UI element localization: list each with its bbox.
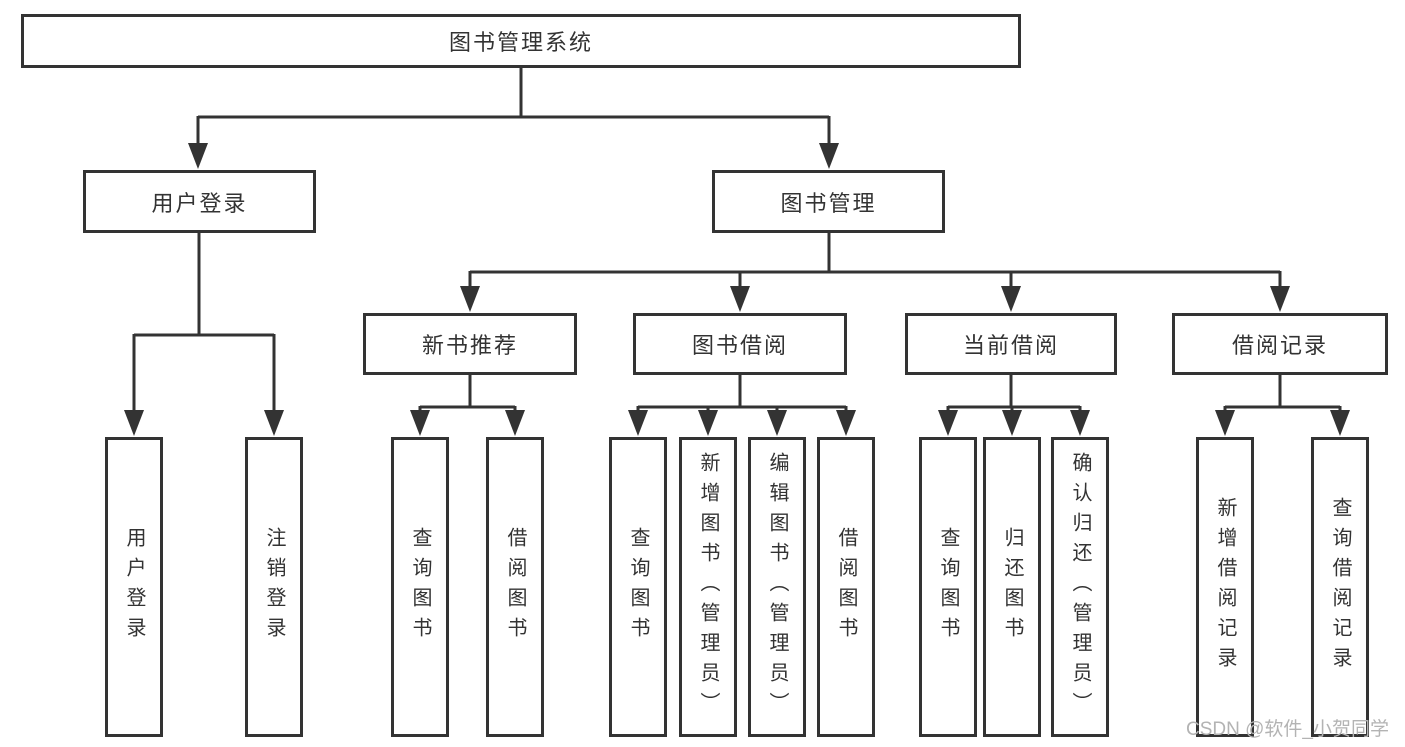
node-label: 图书借阅 bbox=[691, 333, 788, 358]
node-book-borrowing: 图书借阅 bbox=[633, 313, 847, 375]
leaf-borrow-borrow-books: 借阅图书 bbox=[817, 437, 875, 737]
node-user-login: 用户登录 bbox=[83, 170, 316, 233]
csdn-watermark: CSDN @软件_小贺同学 bbox=[1186, 719, 1389, 740]
leaf-label: 注销登录 bbox=[263, 527, 285, 647]
leaf-label: 用户登录 bbox=[123, 527, 145, 647]
leaf-label: 新增图书（管理员） bbox=[697, 452, 719, 722]
node-label: 新书推荐 bbox=[421, 333, 518, 358]
leaf-label: 借阅图书 bbox=[504, 527, 526, 647]
leaf-label: 查询借阅记录 bbox=[1329, 497, 1351, 677]
node-label: 图书管理 bbox=[780, 190, 877, 216]
leaf-current-query-books: 查询图书 bbox=[919, 437, 977, 737]
leaf-borrow-query-books: 查询图书 bbox=[609, 437, 667, 737]
node-library-system: 图书管理系统 bbox=[21, 14, 1021, 68]
leaf-current-return-books: 归还图书 bbox=[983, 437, 1041, 737]
leaf-label: 查询图书 bbox=[409, 527, 431, 647]
leaf-label: 新增借阅记录 bbox=[1214, 497, 1236, 677]
leaf-records-query-record: 查询借阅记录 bbox=[1311, 437, 1369, 737]
node-label: 图书管理系统 bbox=[448, 30, 593, 55]
leaf-borrow-add-books-admin: 新增图书（管理员） bbox=[679, 437, 737, 737]
node-book-management: 图书管理 bbox=[712, 170, 945, 233]
leaf-current-confirm-return-admin: 确认归还（管理员） bbox=[1051, 437, 1109, 737]
leaf-user-login: 用户登录 bbox=[105, 437, 163, 737]
arrowheads bbox=[124, 143, 1350, 436]
node-borrowing-records: 借阅记录 bbox=[1172, 313, 1388, 375]
leaf-label: 编辑图书（管理员） bbox=[766, 452, 788, 722]
leaf-records-add-record: 新增借阅记录 bbox=[1196, 437, 1254, 737]
leaf-recommend-query-books: 查询图书 bbox=[391, 437, 449, 737]
node-current-borrowing: 当前借阅 bbox=[905, 313, 1117, 375]
leaf-borrow-edit-books-admin: 编辑图书（管理员） bbox=[748, 437, 806, 737]
node-new-book-recommendation: 新书推荐 bbox=[363, 313, 577, 375]
node-label: 借阅记录 bbox=[1231, 333, 1328, 358]
node-label: 当前借阅 bbox=[962, 333, 1059, 358]
leaf-recommend-borrow-books: 借阅图书 bbox=[486, 437, 544, 737]
leaf-label: 归还图书 bbox=[1001, 527, 1023, 647]
node-label: 用户登录 bbox=[151, 190, 248, 216]
leaf-label: 借阅图书 bbox=[835, 527, 857, 647]
leaf-logout: 注销登录 bbox=[245, 437, 303, 737]
leaf-label: 查询图书 bbox=[627, 527, 649, 647]
leaf-label: 查询图书 bbox=[937, 527, 959, 647]
leaf-label: 确认归还（管理员） bbox=[1069, 452, 1091, 722]
